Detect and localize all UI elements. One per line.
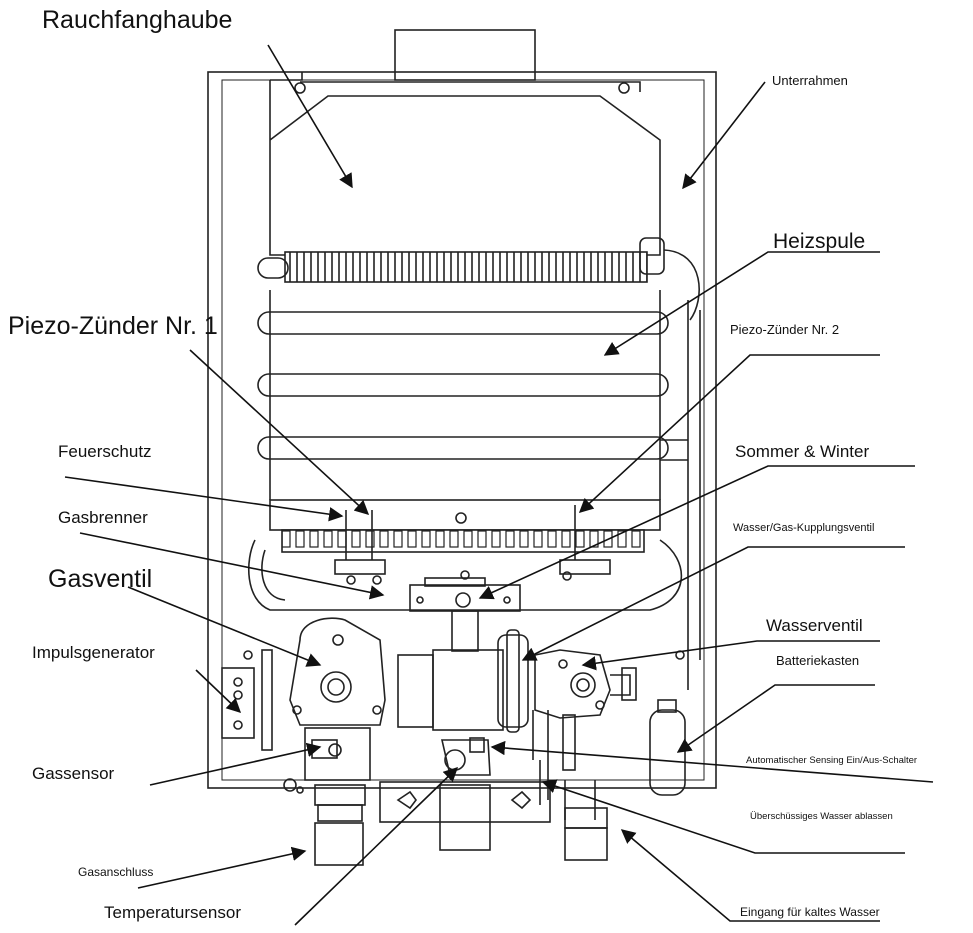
label-feuerschutz: Feuerschutz — [58, 442, 152, 461]
heater-body — [207, 29, 717, 866]
leader-gasanschluss — [137, 846, 307, 889]
leader-impulsgenerator — [195, 669, 242, 713]
label-kupplungsventil: Wasser/Gas-Kupplungsventil — [733, 522, 875, 534]
label-gasbrenner: Gasbrenner — [58, 508, 148, 527]
label-sommer-winter: Sommer & Winter — [735, 442, 870, 461]
label-batteriekasten: Batteriekasten — [776, 653, 860, 668]
leader-eingang-wasser — [620, 829, 880, 922]
leader-sommer-winter — [478, 465, 915, 600]
label-gassensor: Gassensor — [32, 764, 115, 783]
leader-auto-schalter — [490, 740, 934, 783]
leader-unterrahmen — [682, 81, 766, 190]
label-wasserventil: Wasserventil — [766, 616, 863, 635]
label-unterrahmen: Unterrahmen — [772, 73, 848, 88]
label-heizspule: Heizspule — [773, 230, 866, 253]
label-auto-schalter: Automatischer Sensing Ein/Aus-Schalter — [746, 755, 918, 766]
leader-gasbrenner — [79, 532, 385, 600]
leader-batteriekasten — [676, 684, 875, 753]
leader-heizspule — [603, 251, 880, 356]
label-wasser-ablassen: Überschüssiges Wasser ablassen — [750, 811, 893, 822]
label-temperatursensor: Temperatursensor — [104, 903, 242, 922]
leader-piezo1 — [189, 349, 370, 515]
leader-kupplungsventil — [521, 546, 905, 661]
leader-gasventil — [127, 586, 322, 667]
label-gasventil: Gasventil — [48, 565, 153, 593]
leader-lines — [64, 44, 934, 926]
leader-piezo2 — [578, 354, 880, 513]
label-gasanschluss: Gasanschluss — [78, 865, 154, 879]
leader-rauchfanghaube — [267, 44, 353, 189]
label-impulsgenerator: Impulsgenerator — [32, 643, 155, 662]
leader-wasserventil — [581, 640, 880, 671]
leader-gassensor — [149, 742, 322, 786]
leader-feuerschutz — [64, 476, 344, 522]
leader-temperatursensor — [294, 766, 459, 926]
label-piezo1: Piezo-Zünder Nr. 1 — [8, 312, 218, 340]
label-piezo2: Piezo-Zünder Nr. 2 — [730, 322, 840, 337]
label-eingang-wasser: Eingang für kaltes Wasser — [740, 905, 880, 919]
label-rauchfanghaube: Rauchfanghaube — [42, 6, 233, 34]
leader-wasser-ablassen — [541, 779, 905, 854]
